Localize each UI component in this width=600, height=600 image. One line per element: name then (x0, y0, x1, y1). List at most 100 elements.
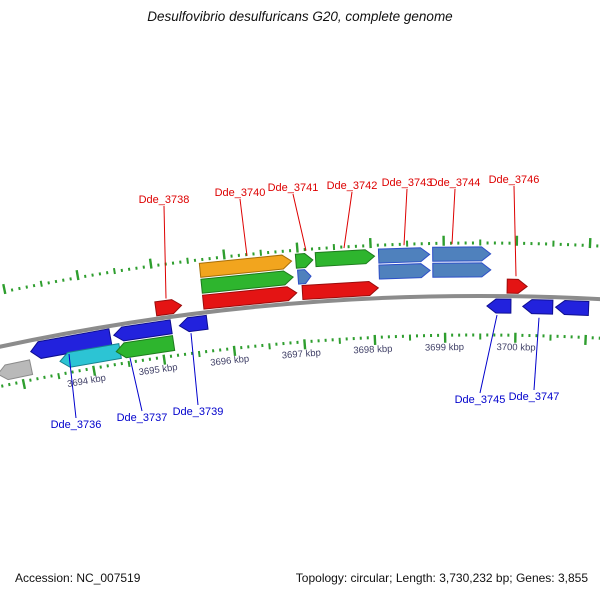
ruler-tick (289, 341, 292, 345)
gene-label[interactable]: Dde_3746 (489, 174, 540, 186)
gene-arrow[interactable] (198, 254, 293, 278)
ruler-tick (591, 336, 594, 340)
ruler-tick (332, 243, 336, 251)
gene-arrow[interactable] (314, 249, 376, 268)
gene-leader-line (451, 188, 456, 245)
ruler-tick (464, 241, 467, 245)
gene-arrow[interactable] (432, 246, 492, 262)
gene-label[interactable]: Dde_3745 (455, 394, 506, 406)
ruler-tick (366, 336, 369, 340)
ruler-tick (47, 281, 50, 285)
ruler-tick (254, 344, 257, 348)
ruler-tick (398, 242, 401, 246)
ruler-tick (515, 235, 519, 246)
ruler-tick (274, 250, 277, 254)
ruler-tick (142, 265, 145, 269)
ruler-tick (275, 342, 278, 346)
ruler-tick (331, 338, 334, 342)
ruler-tick (588, 238, 592, 249)
gene-arrow[interactable] (521, 299, 554, 315)
gene-arrow[interactable] (377, 247, 431, 264)
ruler-tick (64, 371, 67, 375)
gene-leader-line (343, 191, 353, 249)
ruler-tick (148, 258, 153, 269)
gene-arrow[interactable] (115, 335, 176, 359)
gene-label[interactable]: Dde_3744 (430, 177, 481, 189)
ruler-tick (32, 283, 36, 288)
gene-label[interactable]: Dde_3737 (117, 412, 168, 424)
gene-leader-line (239, 198, 248, 256)
gene-arrow[interactable] (432, 262, 492, 278)
ruler-tick (71, 370, 74, 374)
ruler-tick (325, 246, 328, 250)
ruler-tick (528, 334, 531, 338)
gene-label[interactable]: Dde_3742 (327, 180, 378, 192)
ruler-tick (384, 243, 387, 247)
gene-arrow[interactable] (112, 319, 173, 342)
ruler-tick (500, 333, 503, 337)
ruler-tick (449, 241, 453, 245)
ruler-tick (10, 288, 14, 292)
gene-label[interactable]: Dde_3747 (509, 391, 560, 403)
gene-leader-line (292, 193, 307, 251)
gene-arrow[interactable] (200, 270, 294, 294)
ruler-tick (318, 246, 321, 251)
ruler-kbp-label: 3694 kbp (66, 373, 106, 391)
ruler-tick (352, 336, 355, 341)
ruler-tick (376, 243, 379, 247)
ruler-kbp-label: 3695 kbp (138, 362, 178, 378)
gene-arrow[interactable] (294, 253, 314, 269)
gene-arrow[interactable] (506, 278, 528, 294)
gene-arrow[interactable] (0, 359, 34, 382)
ruler-tick (240, 346, 243, 350)
ruler-tick (458, 333, 461, 337)
gene-arrow[interactable] (201, 286, 298, 310)
ruler-tick (232, 345, 237, 356)
ruler-tick (92, 365, 97, 376)
ruler-tick (465, 333, 468, 337)
accession-text: Accession: NC_007519 (15, 571, 141, 585)
gene-label[interactable]: Dde_3736 (51, 419, 102, 431)
gene-label[interactable]: Dde_3741 (268, 182, 319, 194)
ruler-tick (282, 341, 285, 346)
gene-arrow[interactable] (178, 314, 209, 333)
ruler-tick (359, 336, 362, 340)
ruler-tick (563, 335, 566, 339)
ruler-tick (2, 283, 7, 295)
gene-label[interactable]: Dde_3738 (139, 194, 190, 206)
gene-arrow[interactable] (59, 342, 122, 369)
gene-arrow[interactable] (554, 300, 590, 317)
ruler-tick (247, 345, 250, 349)
ruler-tick (54, 279, 58, 284)
ruler-tick (345, 337, 348, 341)
ruler-tick (391, 243, 394, 247)
gene-leader-line (403, 188, 408, 246)
gene-label[interactable]: Dde_3740 (215, 187, 266, 199)
genome-stats-text: Topology: circular; Length: 3,730,232 bp… (295, 571, 588, 585)
ruler-tick (486, 333, 489, 337)
ruler-tick (471, 241, 474, 245)
gene-arrow[interactable] (378, 263, 431, 280)
gene-leader-line (129, 357, 143, 412)
ruler-tick (535, 334, 538, 338)
gene-leader-line (163, 205, 167, 299)
gene-arrow[interactable] (296, 269, 312, 285)
gene-leader-line (533, 317, 540, 391)
ruler-tick (266, 250, 270, 255)
ruler-tick (43, 375, 46, 380)
gene-arrow[interactable] (301, 280, 380, 301)
ruler-tick (162, 354, 167, 365)
ruler-tick (134, 359, 138, 363)
gene-arrow[interactable] (29, 328, 113, 360)
gene-arrow[interactable] (154, 298, 183, 317)
gene-label[interactable]: Dde_3739 (173, 406, 224, 418)
gene-label[interactable]: Dde_3743 (382, 177, 433, 189)
gene-arrow[interactable] (486, 298, 512, 314)
ruler-tick (451, 333, 454, 337)
ruler-tick (120, 361, 124, 366)
ruler-tick (545, 242, 548, 246)
ruler-tick (413, 242, 416, 246)
ruler-tick (259, 249, 263, 256)
ruler-tick (338, 337, 341, 344)
ruler-tick (420, 242, 423, 246)
